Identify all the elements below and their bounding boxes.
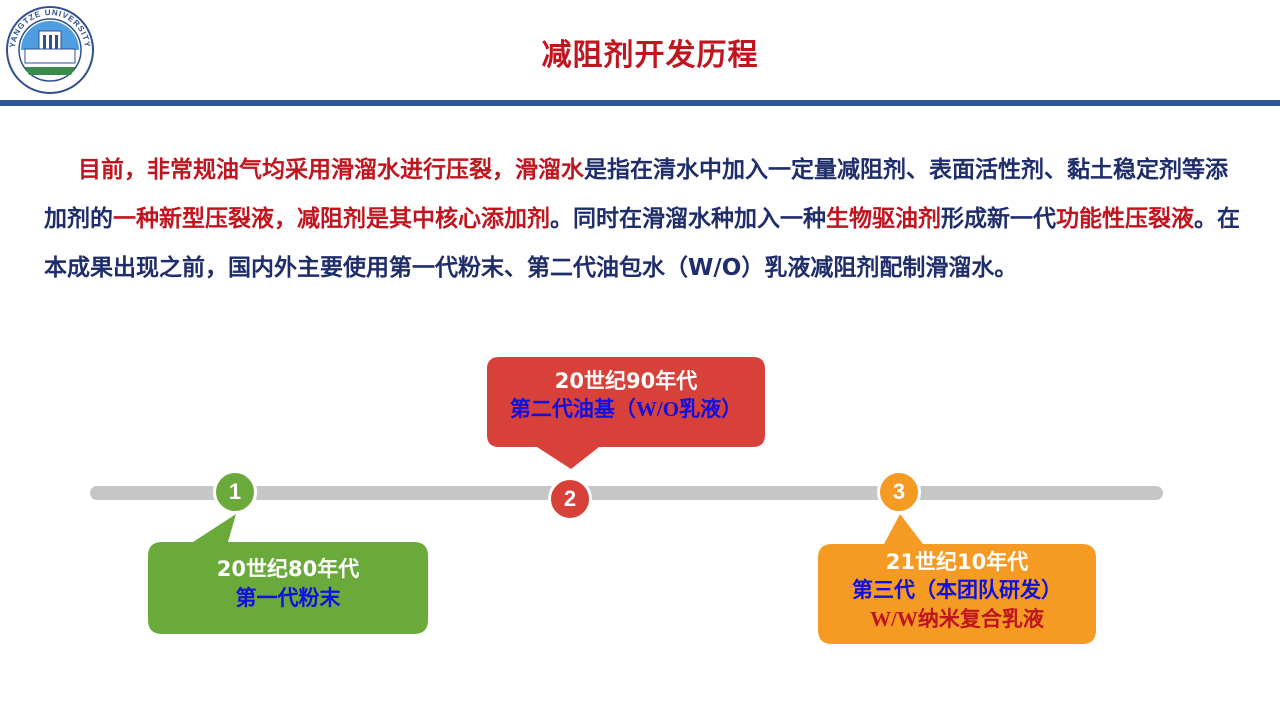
- milestone-2-dot: 2: [548, 477, 592, 521]
- intro-segment: 。同时在滑溜水种加入一种: [550, 206, 826, 232]
- intro-segment: 。在本成果出现之前，国内外主要使用第一代粉末、第二代油包水（W/O）乳液减阻剂配…: [44, 206, 1240, 281]
- milestone-3-dot: 3: [877, 470, 921, 514]
- milestone-2-era: 20世纪90年代: [554, 369, 698, 393]
- milestone-3-desc: 第三代（本团队研发）: [852, 578, 1062, 602]
- callout-shape: [818, 514, 1096, 644]
- page-title: 减阻剂开发历程: [541, 38, 759, 73]
- callout-shape: [487, 357, 765, 469]
- milestone-3-era: 21世纪10年代: [885, 550, 1029, 574]
- intro-paragraph: 目前，非常规油气均采用滑溜水进行压裂，滑溜水是指在清水中加入一定量减阻剂、表面活…: [44, 146, 1240, 293]
- callout-shape: [148, 514, 428, 634]
- intro-segment: 生物驱油剂: [826, 206, 941, 232]
- milestone-3-desc-2: W/W纳米复合乳液: [870, 607, 1044, 631]
- milestone-3-callout: 21世纪10年代 第三代（本团队研发） W/W纳米复合乳液: [818, 514, 1096, 644]
- intro-segment: 功能性压裂液: [1056, 206, 1194, 232]
- university-seal-icon: YANGTZE UNIVERSITY: [6, 6, 94, 94]
- milestone-2-callout: 20世纪90年代 第二代油基（W/O乳液）: [487, 357, 765, 469]
- intro-segment: 一种新型压裂液，减阻剂是其中核心添加剂: [113, 206, 550, 232]
- milestone-2-desc: 第二代油基（W/O乳液）: [509, 397, 743, 421]
- milestone-1-callout: 20世纪80年代 第一代粉末: [148, 514, 428, 634]
- intro-segment: 形成新一代: [941, 206, 1056, 232]
- intro-segment: 是指在清水中加入一定量减阻剂、表面活性剂、黏土稳定剂等添加剂的: [44, 157, 1228, 232]
- university-logo: YANGTZE UNIVERSITY: [5, 5, 95, 95]
- milestone-1-desc: 第一代粉末: [235, 586, 341, 610]
- milestone-1-dot: 1: [213, 470, 257, 514]
- intro-segment: 目前，非常规油气均采用滑溜水进行压裂，滑溜水: [78, 157, 584, 183]
- milestone-1-era: 20世纪80年代: [216, 557, 360, 581]
- header-divider: [0, 100, 1280, 106]
